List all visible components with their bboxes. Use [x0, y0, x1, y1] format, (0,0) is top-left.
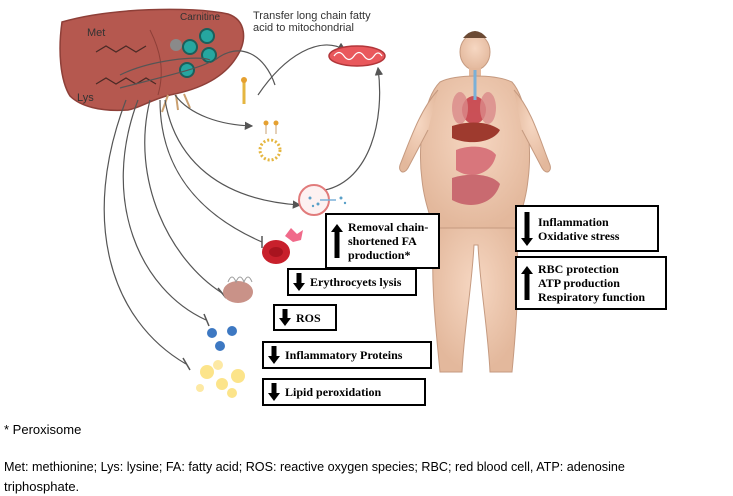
box-text-line: Oxidative stress	[538, 228, 620, 243]
diagram-canvas	[59, 8, 551, 398]
down-arrow-icon	[279, 309, 291, 326]
up-arrow-icon	[331, 224, 343, 258]
box-text-line: Removal chain-	[348, 220, 429, 234]
mitochondrion-icon	[328, 45, 386, 67]
box-text-line: Erythrocyets lysis	[310, 275, 402, 289]
box-text-line: ATP production	[538, 276, 620, 290]
down-arrow-icon	[521, 211, 533, 246]
box-text-line: production*	[348, 248, 411, 262]
fatty-acid-icon	[241, 77, 247, 104]
met-label: Met	[87, 27, 106, 39]
footnote: * Peroxisome	[4, 422, 82, 437]
abbreviation-legend-line: Met: methionine; Lys: lysine; FA: fatty …	[4, 460, 625, 474]
transfer-label-line: Transfer long chain fatty	[253, 10, 371, 22]
down-arrow-icon	[268, 346, 280, 364]
vesicle-icon	[258, 120, 282, 162]
erythrocytes-lysis-box: Erythrocyets lysis	[287, 268, 417, 296]
human-body-illustration	[399, 31, 551, 373]
box-text-line: Respiratory function	[538, 290, 645, 304]
liver-illustration	[59, 8, 245, 113]
up-arrow-icon	[521, 266, 533, 300]
lipid-droplets-icon	[196, 360, 245, 398]
peroxisome-icon	[298, 184, 347, 216]
box-text-line: RBC protection	[538, 262, 619, 276]
inflammatory-proteins-box: Inflammatory Proteins	[262, 341, 432, 369]
transfer-label-line: acid to mitochondrial	[253, 22, 354, 34]
damaged-cell-icon	[223, 276, 253, 303]
ros-box: ROS	[273, 304, 337, 331]
down-arrow-icon	[293, 273, 305, 291]
inflammatory-proteins-icon	[207, 326, 237, 351]
box-text-line: Inflammation	[538, 214, 609, 229]
arrows	[103, 42, 384, 371]
box-text-line: shortened FA	[348, 234, 417, 248]
box-text-line: ROS	[296, 310, 321, 325]
abbreviation-legend-line: triphosphate.	[4, 479, 80, 494]
abbreviation-legend: Met: methionine; Lys: lysine; FA: fatty …	[4, 458, 732, 496]
carnitine-label: Carnitine	[180, 12, 221, 23]
diagram: Met Lys Carnitine Transfer long chain fa…	[59, 8, 667, 406]
transfer-label: Transfer long chain fatty acid to mitoch…	[253, 10, 371, 34]
down-arrow-icon	[268, 383, 280, 401]
box-text-line: Lipid peroxidation	[285, 385, 382, 399]
lipid-peroxidation-box: Lipid peroxidation	[262, 378, 426, 406]
red-blood-cell-icon	[262, 228, 303, 264]
lys-label: Lys	[77, 92, 94, 104]
box-text-line: Inflammatory Proteins	[285, 348, 403, 362]
